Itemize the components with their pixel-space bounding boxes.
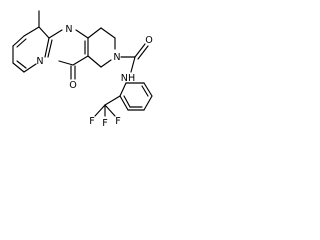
atom-n-bridge: N xyxy=(36,56,43,67)
atom-nh-amide: NH xyxy=(121,73,135,84)
atom-f-right: F xyxy=(115,116,121,127)
atom-n-ring: N xyxy=(113,52,120,63)
atom-o-ketone: O xyxy=(69,80,77,91)
atom-f-top: F xyxy=(102,118,108,129)
atom-labels: N N N NH O O F F F xyxy=(36,24,153,129)
atom-n-top: N xyxy=(65,24,72,35)
structure-diagram: N N N NH O O F F F xyxy=(12,10,153,129)
atom-f-left: F xyxy=(89,116,95,127)
bond-lines xyxy=(12,10,153,117)
atom-o-amide: O xyxy=(145,35,153,46)
